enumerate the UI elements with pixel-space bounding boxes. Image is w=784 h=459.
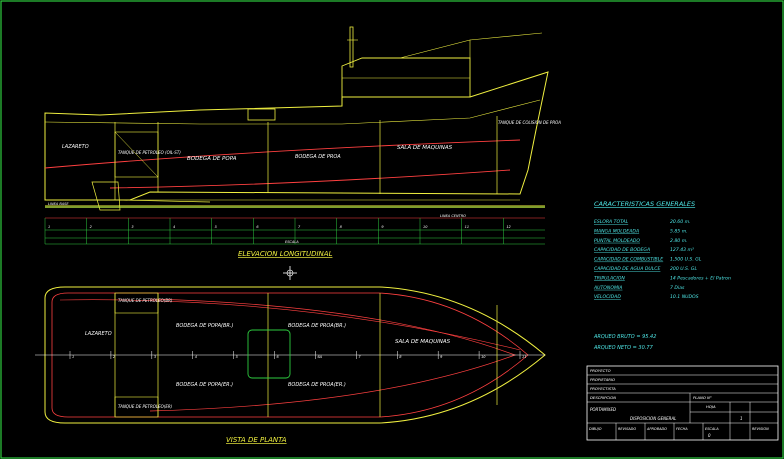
title-block xyxy=(586,365,779,441)
plan-station-number: 2 xyxy=(113,355,116,359)
label-bodega-proa-br: BODEGA DE PROA(BR.) xyxy=(288,323,346,329)
spec-label: CAPACIDAD DE COMBUSTIBLE xyxy=(594,257,663,263)
waterline-lower xyxy=(109,169,511,189)
spec-value: 10.1 NUDOS xyxy=(670,294,699,300)
label-tanque-popa-elev: TANQUE DE PETROLEO (OIL-ST) xyxy=(118,150,181,155)
tb-cell-aprobado: APROBADO xyxy=(646,427,667,431)
general-specs: CARACTERISTICAS GENERALES ESLORA TOTAL 20… xyxy=(593,200,731,351)
elevation-station-number: 7 xyxy=(298,225,301,229)
tb-propietario: PROPIETARIO xyxy=(590,377,615,382)
plan-station-number: 10 xyxy=(481,355,486,359)
tb-cell-fecha: FECHA xyxy=(676,427,688,431)
arqueo-neto: ARQUEO NETO = 30.77 xyxy=(593,345,654,351)
spec-label: ESLORA TOTAL xyxy=(594,219,629,225)
plan-station-number: 6A xyxy=(317,355,322,359)
propeller-shaft xyxy=(117,199,211,203)
spec-value: 2.80 m. xyxy=(670,238,688,244)
plan-station-number: 8 xyxy=(399,355,402,359)
plan-view: 1 2 3 4 5 6 6A 7 8 9 10 11 xyxy=(35,286,546,424)
tb-hoja-label: HOJA xyxy=(706,404,716,409)
plan-station-number: 4 xyxy=(195,355,197,359)
plan-station-number: 9 xyxy=(440,355,443,359)
label-lazareto-plan: LAZARETO xyxy=(85,331,112,337)
spec-label: PUNTAL MOLDEADO xyxy=(594,238,640,244)
tb-descripcion: DESCRIPCION xyxy=(590,395,616,400)
elevation-station-number: 1 xyxy=(48,225,50,229)
plan-station-number: 11 xyxy=(522,355,526,359)
elevation-station-number: 5 xyxy=(215,225,218,229)
spec-value: 5.85 m. xyxy=(670,228,688,234)
label-lazareto-elev: LAZARETO xyxy=(62,144,89,150)
plan-station-number: 6 xyxy=(277,355,280,359)
tb-cell-dibujo: DIBUJO xyxy=(589,427,602,431)
label-sala-maquinas-elev: SALA DE MAQUINAS xyxy=(397,145,453,151)
label-bodega-popa-er: BODEGA DE POPA(ER.) xyxy=(176,382,233,388)
label-scale: ESCALA xyxy=(285,240,299,244)
spec-label: TRIPULACION xyxy=(594,275,625,281)
tb-cell-revision: REVISION xyxy=(752,427,769,431)
spec-value: 200 U.S. GL xyxy=(670,266,697,272)
rudder xyxy=(91,181,121,211)
compass-icon xyxy=(283,266,297,280)
elevation-station-number: 4 xyxy=(173,225,175,229)
plan-station-number: 5 xyxy=(236,355,239,359)
tb-plano-label: PLANO N° xyxy=(693,395,712,400)
spec-label: CAPACIDAD DE AGUA DULCE xyxy=(594,266,661,272)
elevation-station-number: 10 xyxy=(423,225,428,229)
label-tanque-proa-elev: TANQUE DE COLISION DE PROA xyxy=(498,120,561,125)
tb-revision-value: 0 xyxy=(708,433,711,438)
label-bodega-popa-elev: BODEGA DE POPA xyxy=(187,156,237,162)
plan-hatch xyxy=(247,329,291,379)
mast-stay xyxy=(399,39,471,59)
plan-station-number: 1 xyxy=(72,355,74,359)
spec-label: VELOCIDAD xyxy=(594,294,621,300)
deck-hatch xyxy=(247,108,276,121)
wheelhouse xyxy=(341,57,471,98)
hull-profile xyxy=(44,71,549,201)
spec-value: 127.43 m³ xyxy=(670,247,694,253)
plan-station-number: 7 xyxy=(358,355,361,359)
elevation-station-number: 6 xyxy=(256,225,259,229)
elevation-station-number: 8 xyxy=(340,225,343,229)
label-sala-maquinas-plan: SALA DE MAQUINAS xyxy=(395,339,451,345)
plan-station-grid: 1 2 3 4 5 6 6A 7 8 9 10 11 xyxy=(69,351,526,359)
spec-label: AUTONOMIA xyxy=(593,285,622,291)
spec-value: 7 Dias xyxy=(670,285,685,291)
spec-value: 14 Pescadores + El Patron xyxy=(670,275,731,281)
label-baseline: LINEA BASE xyxy=(48,202,69,206)
tb-proyectista: PROYECTISTA xyxy=(590,386,616,391)
specs-title: CARACTERISTICAS GENERALES xyxy=(594,200,695,208)
elevation-station-number: 2 xyxy=(90,225,93,229)
tb-cell-escala: ESCALA xyxy=(705,427,719,431)
waterline-upper xyxy=(44,139,521,169)
plan-title: VISTA DE PLANTA xyxy=(226,436,287,444)
elevation-title: ELEVACION LONGITUDINAL xyxy=(238,250,333,258)
tb-hoja-value: 1 xyxy=(740,416,743,421)
spec-label: MANGA MOLDEADA xyxy=(594,228,639,234)
arqueo-bruto: ARQUEO BRUTO = 95.42 xyxy=(593,334,656,340)
label-tanque-br: TANQUE DE PETROLEO(BR) xyxy=(118,298,173,303)
elevation-station-number: 9 xyxy=(381,225,384,229)
label-bodega-proa-er: BODEGA DE PROA(ER.) xyxy=(288,382,346,388)
tb-description-value: PORTAMIXED xyxy=(590,407,616,412)
spec-label: CAPACIDAD DE BODEGA xyxy=(594,247,650,253)
label-bodega-proa-elev: BODEGA DE PROA xyxy=(295,154,341,160)
tb-proyecto: PROYECTO xyxy=(590,368,611,373)
tb-cell-revisado: REVISADO xyxy=(618,427,636,431)
spec-value: 1,500 U.S. GL xyxy=(670,257,702,263)
elevation-station-number: 12 xyxy=(506,225,511,229)
elevation-station-number: 3 xyxy=(131,225,133,229)
label-tanque-er: TANQUE DE PETROLEO(ER) xyxy=(118,404,173,409)
spec-value: 20.60 m. xyxy=(670,219,691,225)
label-bodega-popa-br: BODEGA DE POPA(BR.) xyxy=(176,323,233,329)
plan-station-number: 3 xyxy=(154,355,156,359)
label-centerline: LINEA CENTRO xyxy=(440,214,466,218)
tb-drawing-name: DISPOSICION GENERAL xyxy=(630,416,676,421)
mast xyxy=(349,26,354,68)
elevation-station-number: 11 xyxy=(465,225,469,229)
